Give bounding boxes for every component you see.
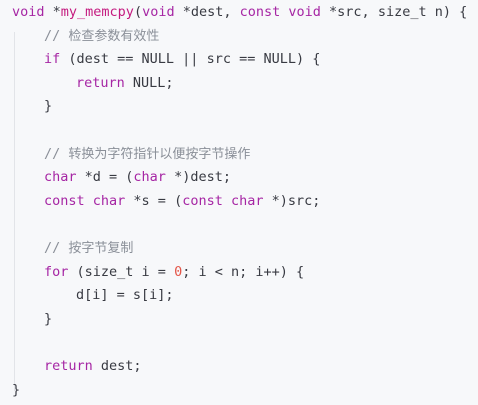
code-token: *)dest;: [165, 169, 231, 186]
code-token: dest;: [92, 357, 142, 374]
comment-prefix: //: [44, 27, 69, 44]
code-line-5: }: [0, 95, 478, 119]
code-line-7: // 转换为字符指针以便按字节操作: [0, 143, 478, 167]
code-line-11: // 按字节复制: [0, 237, 478, 261]
code-token: *s = (: [125, 192, 183, 209]
keyword-void: void: [288, 4, 321, 20]
keyword-for: for: [44, 263, 69, 280]
code-line-17: }: [0, 379, 478, 403]
function-name: my_memcpy: [60, 4, 134, 20]
code-token: (size_t i =: [68, 263, 175, 280]
code-line-2: // 检查参数有效性: [0, 25, 478, 49]
code-line-14: }: [0, 308, 478, 332]
keyword-return: return: [44, 357, 93, 374]
code-line-8: char *d = (char *)dest;: [0, 166, 478, 190]
code-line-6: [0, 119, 478, 143]
code-token: }: [44, 98, 53, 115]
keyword-char: char: [44, 169, 77, 186]
keyword-const: const: [182, 192, 223, 209]
code-token: NULL;: [124, 74, 174, 91]
code-line-4: return NULL;: [0, 72, 478, 96]
keyword-char: char: [92, 192, 126, 209]
number-literal: 0: [174, 263, 183, 280]
keyword-char: char: [133, 169, 166, 186]
keyword-return: return: [76, 74, 125, 91]
code-token: *dest,: [174, 4, 240, 20]
code-token: [85, 193, 93, 209]
code-line-9: const char *s = (const char *)src;: [0, 190, 478, 214]
keyword-void: void: [12, 4, 45, 20]
keyword-void: void: [142, 4, 175, 20]
code-token: *d = (: [76, 169, 134, 186]
code-line-16: return dest;: [0, 355, 478, 379]
code-token: [223, 193, 231, 209]
keyword-const: const: [44, 192, 85, 209]
code-line-1: void *my_memcpy(void *dest, const void *…: [0, 1, 478, 25]
comment-text: 检查参数有效性: [68, 28, 160, 44]
code-token: d[i] = s[i];: [76, 287, 174, 304]
code-token: *src, size_t n) {: [320, 4, 468, 20]
comment-text: 按字节复制: [68, 240, 134, 256]
code-line-12: for (size_t i = 0; i < n; i++) {: [0, 261, 478, 285]
code-token: }: [44, 310, 53, 327]
code-token: (dest == NULL || src == NULL) {: [60, 51, 321, 68]
keyword-const: const: [239, 4, 281, 20]
code-token: }: [12, 381, 21, 398]
code-line-13: d[i] = s[i];: [0, 284, 478, 308]
code-token: (: [133, 4, 143, 20]
code-line-3: if (dest == NULL || src == NULL) {: [0, 48, 478, 72]
code-token: *)src;: [263, 192, 321, 209]
code-token: ; i < n; i++) {: [182, 263, 305, 280]
keyword-if: if: [44, 51, 61, 68]
comment-prefix: //: [44, 239, 69, 256]
code-line-10: [0, 213, 478, 237]
code-token: *: [44, 4, 61, 20]
comment-prefix: //: [44, 145, 69, 162]
keyword-char: char: [230, 192, 264, 209]
comment-text: 转换为字符指针以便按字节操作: [68, 146, 251, 162]
code-line-15: [0, 331, 478, 355]
indent-guide: [14, 32, 15, 391]
